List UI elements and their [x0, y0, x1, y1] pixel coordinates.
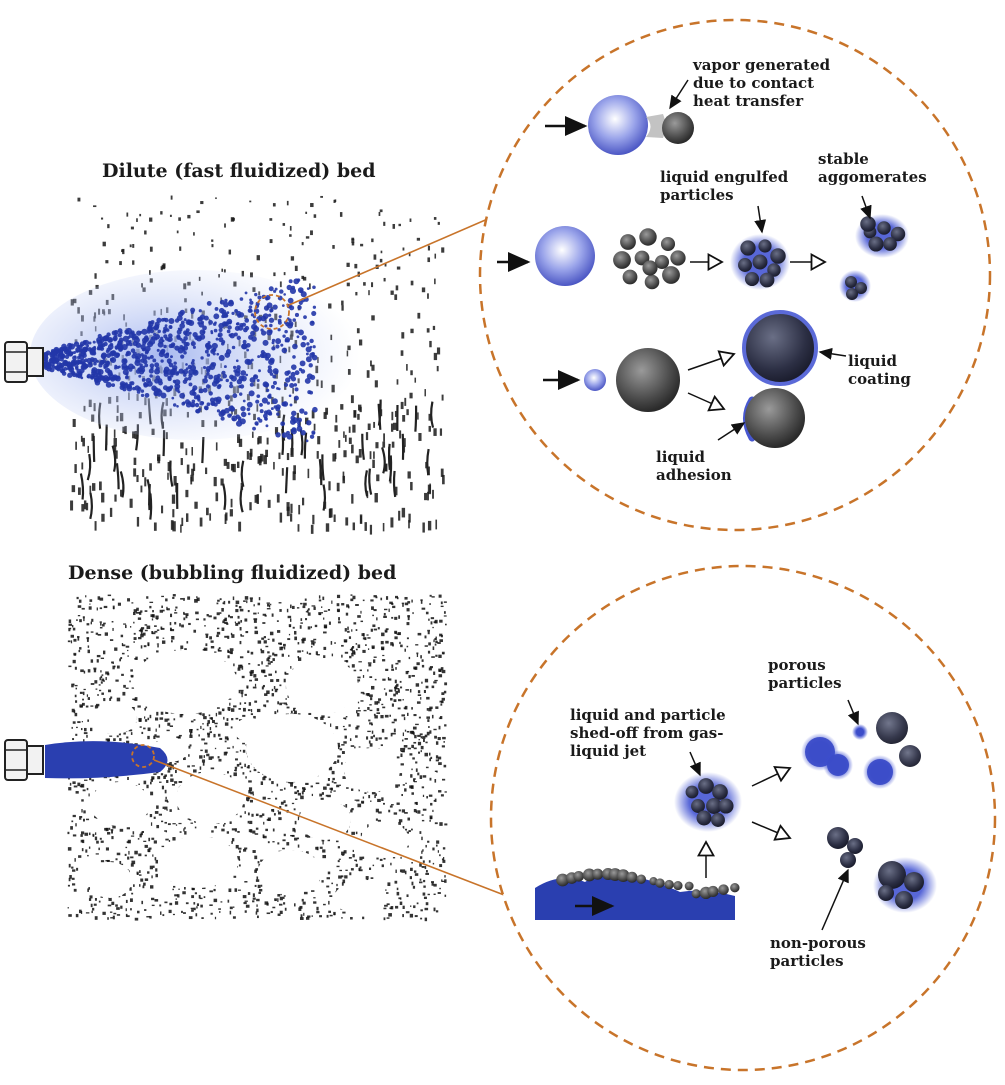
nonporous-particles-group [827, 827, 937, 913]
particle [745, 388, 805, 448]
shedoff-label: liquid and particle shed-off from gas- l… [570, 706, 726, 760]
open-arrow-icon [751, 768, 790, 787]
dilute-bed-field [30, 190, 446, 535]
arrow-icon [860, 195, 872, 220]
arrow-icon [754, 205, 767, 234]
gas-bubbles [88, 650, 409, 914]
vapor-cloud [646, 114, 666, 138]
engulfed-label: liquid engulfed particles [660, 168, 789, 204]
agglomerate-clusters [845, 216, 906, 300]
nozzle-icon [4, 739, 44, 781]
liquid-droplet [535, 226, 595, 286]
arrow-icon [669, 79, 689, 110]
particle [662, 112, 694, 144]
dense-bed-field [45, 592, 448, 922]
nonporous-label: non-porous particles [770, 934, 866, 970]
dilute-spray-droplets [42, 278, 318, 443]
dilute-spray-halo [30, 270, 360, 440]
shed-off-cluster [685, 778, 734, 827]
arrow-icon [847, 699, 859, 726]
jet-surface-particles [556, 868, 740, 900]
engulfed-row [497, 195, 909, 302]
dense-zoom-circle [489, 564, 997, 1072]
vapor-row [545, 79, 694, 155]
gas-liquid-jet [535, 842, 740, 920]
dense-callout-line [153, 759, 531, 906]
engulfed-cluster [738, 239, 786, 288]
arrow-icon [689, 751, 701, 777]
dilute-zoom-marker [254, 294, 290, 330]
coating-label: liquid coating [848, 352, 911, 388]
coating-row [543, 310, 847, 448]
vapor-label: vapor generated due to contact heat tran… [693, 56, 831, 110]
agglomerates-label: stable aggomerates [818, 150, 927, 186]
open-arrow-icon [687, 354, 734, 371]
open-arrow-icon [687, 392, 724, 409]
nozzle-icon [4, 341, 44, 383]
porous-label: porous particles [768, 656, 842, 692]
adhesion-label: liquid adhesion [656, 448, 732, 484]
dilute-callout-line [288, 204, 521, 306]
porous-particles-group [801, 712, 921, 789]
dilute-bed-title: Dilute (fast fluidized) bed [102, 160, 376, 182]
arrow-icon [717, 422, 746, 441]
coated-particle [742, 310, 818, 386]
particle [616, 348, 680, 412]
dense-zoom-marker [131, 744, 155, 768]
small-droplet [584, 369, 606, 391]
dense-bed-title: Dense (bubbling fluidized) bed [68, 562, 397, 584]
liquid-droplet [588, 95, 648, 155]
particle-cluster [613, 228, 686, 290]
dense-liquid-jet [45, 741, 168, 779]
open-arrow-icon [751, 821, 790, 838]
arrow-icon [818, 347, 847, 360]
arrow-icon [821, 868, 849, 931]
